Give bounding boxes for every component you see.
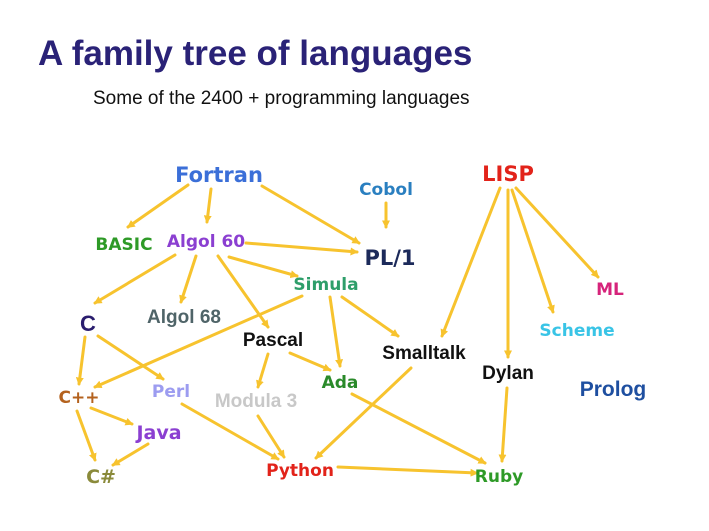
node-algol-68: Algol 68 (147, 307, 221, 328)
edge-modula3-to-python (256, 414, 286, 459)
node-ada: Ada (321, 373, 359, 393)
node-ml: ML (596, 280, 624, 300)
node-ruby: Ruby (474, 467, 524, 487)
edge-group (75, 183, 600, 477)
edge-lisp-to-smalltalk (440, 186, 502, 338)
node-prolog: Prolog (579, 378, 647, 401)
node-cobol: Cobol (359, 180, 413, 200)
edge-pascal-to-ada (288, 351, 332, 372)
edge-algol60-to-simula (227, 255, 299, 279)
edge-cpp-to-csharp (75, 409, 97, 462)
edge-perl-to-python (180, 402, 280, 461)
node-scheme: Scheme (539, 321, 615, 341)
edge-lisp-to-ml (514, 186, 600, 279)
node-fortran: Fortran (175, 163, 263, 187)
page-subtitle: Some of the 2400 + programming languages (93, 88, 470, 109)
edge-pascal-to-modula3 (256, 352, 270, 389)
edge-algol60-to-algol68 (179, 254, 198, 304)
edge-simula-to-cpp (93, 294, 304, 389)
edge-algol60-to-pl1 (244, 241, 359, 256)
edge-smalltalk-to-python (314, 366, 413, 460)
edge-python-to-ruby (336, 465, 479, 477)
edge-java-to-csharp (111, 442, 150, 467)
node-modula-3: Modula 3 (214, 391, 298, 412)
node-csharp: C# (86, 466, 116, 488)
node-c: C (80, 311, 96, 336)
edge-algol60-to-c (93, 253, 177, 305)
edge-c-to-cpp (75, 335, 87, 386)
edge-dylan-to-ruby (498, 386, 509, 463)
edge-fortran-to-pl1 (260, 184, 361, 245)
node-pascal: Pascal (242, 330, 304, 351)
node-basic: BASIC (95, 235, 153, 255)
edge-ada-to-ruby (350, 392, 487, 465)
edge-simula-to-ada (328, 295, 344, 368)
node-smalltalk: Smalltalk (382, 343, 466, 364)
edge-fortran-to-algol60 (203, 187, 213, 224)
node-perl: Perl (151, 382, 191, 402)
edge-lisp-to-scheme (510, 188, 555, 314)
node-algol-60: Algol 60 (166, 232, 246, 252)
node-java: Java (136, 422, 182, 444)
node-dylan: Dylan (482, 363, 534, 384)
node-simula: Simula (293, 275, 359, 295)
node-python: Python (266, 461, 334, 481)
edge-fortran-to-basic (126, 183, 190, 229)
node-cpp: C++ (58, 388, 100, 408)
page-title: A family tree of languages (38, 34, 473, 73)
node-lisp: LISP (482, 162, 534, 186)
edge-cpp-to-java (89, 406, 134, 426)
node-pl1: PL/1 (364, 246, 416, 270)
edge-c-to-perl (96, 334, 165, 381)
edge-simula-to-smalltalk (340, 295, 400, 338)
